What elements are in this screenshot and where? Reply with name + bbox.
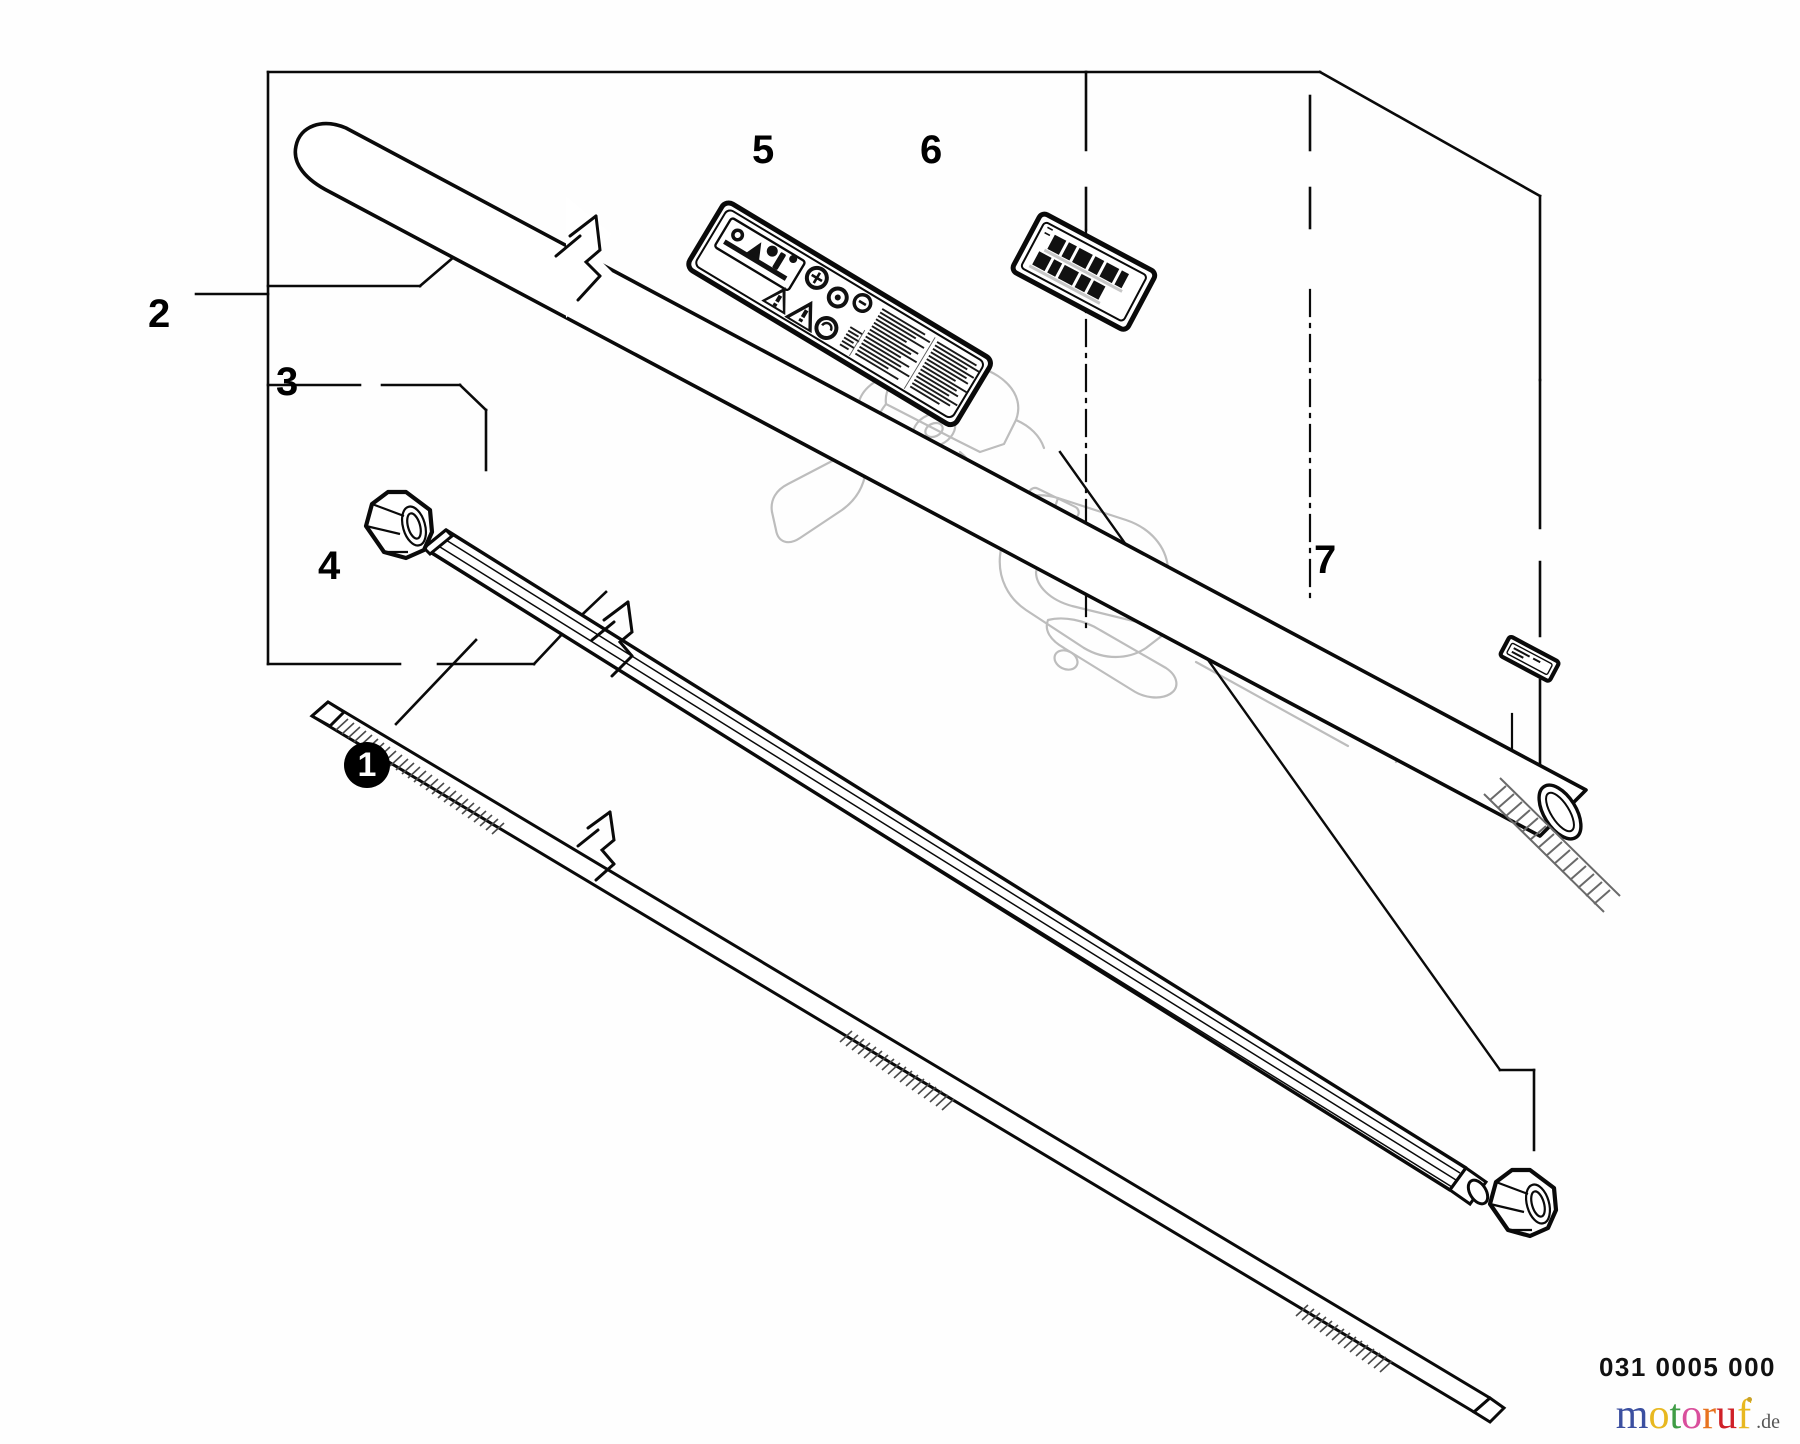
- part-number: 031 0005 000: [1598, 1352, 1776, 1382]
- logo-letter-o2: o: [1681, 1392, 1703, 1438]
- logo-dot: [1747, 1397, 1753, 1402]
- callout-5: 5: [752, 128, 775, 172]
- callout-7: 7: [1314, 538, 1337, 582]
- logo-letter-f: f: [1737, 1392, 1752, 1438]
- callout-1: 1: [344, 742, 390, 788]
- callout-4: 4: [318, 544, 341, 588]
- motoruf-watermark: motoruf.de: [1616, 1394, 1780, 1436]
- leader-1: [394, 638, 478, 726]
- logo-letter-o1: o: [1648, 1392, 1670, 1438]
- callout-6: 6: [920, 128, 943, 172]
- logo-letter-r: r: [1702, 1392, 1717, 1438]
- logo-letter-m: m: [1615, 1392, 1649, 1438]
- logo-letter-t: t: [1669, 1392, 1682, 1438]
- callout-2: 2: [148, 292, 171, 336]
- callout-3: 3: [276, 360, 299, 404]
- logo-letter-u: u: [1716, 1392, 1738, 1438]
- logo-tld: .de: [1756, 1411, 1780, 1433]
